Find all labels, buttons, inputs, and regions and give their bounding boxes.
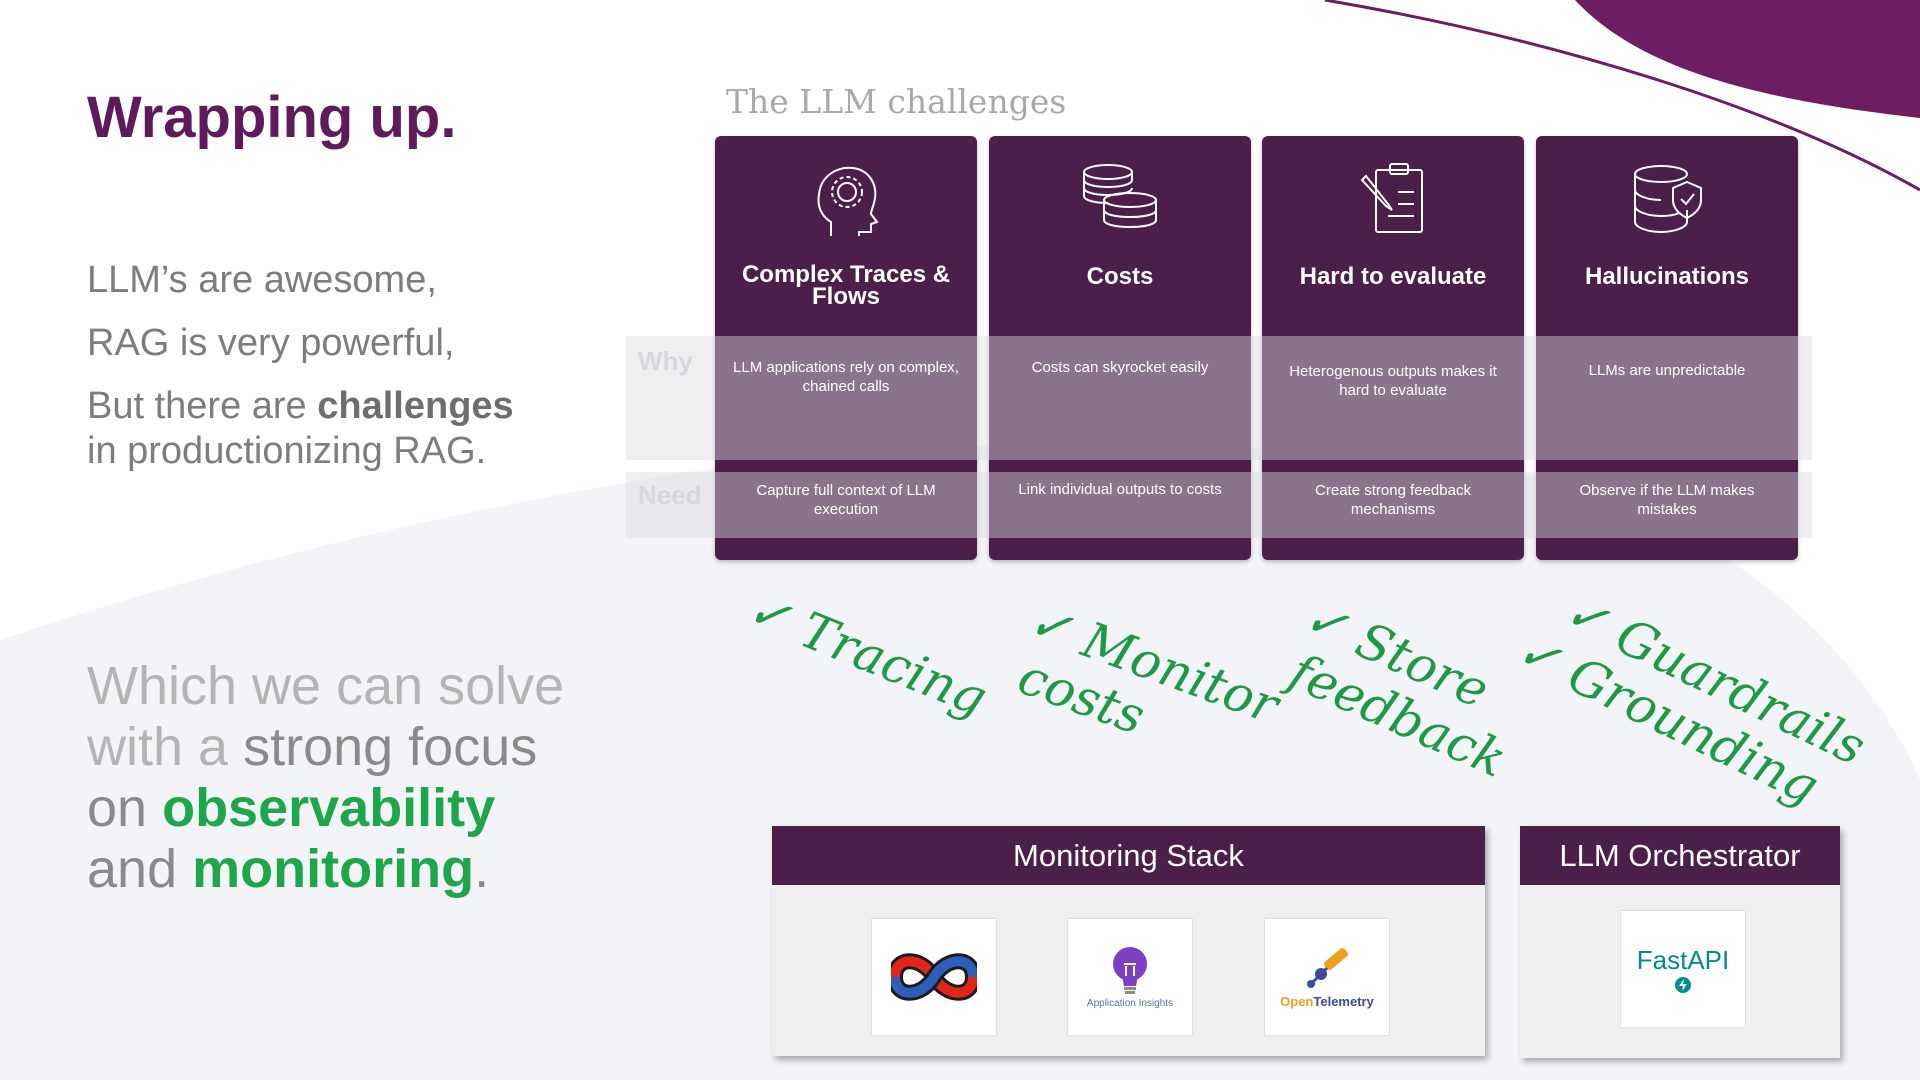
intro-line-4: in productionizing RAG. [87,430,487,472]
otel-rest: Telemetry [1313,993,1374,1009]
need-cell-1: Capture full context of LLM execution [756,482,936,518]
card-hard-to-evaluate: Hard to evaluate [1262,136,1524,560]
fastapi-logo: FastAPI [1620,910,1746,1028]
intro-text: LLM’s are awesome, RAG is very powerful,… [87,258,514,474]
otel-open: Open [1280,993,1314,1009]
card-costs: Costs [989,136,1251,560]
observability-text: observability [162,778,496,838]
card-title-line-2: Flows [811,283,880,310]
monitoring-stack-panel: Monitoring Stack Application Insights Op… [772,826,1485,1056]
card-title: Costs [999,263,1241,290]
card-title: Hard to evaluate [1272,263,1514,290]
card-title-line-1: Hard to evaluate [1299,263,1487,290]
fastapi-text: FastAPI [1636,944,1730,975]
intro-line-2: RAG is very powerful, [87,322,455,364]
need-cell-4: Observe if the LLM makes mistakes [1579,482,1755,518]
card-hallucinations: Hallucinations [1536,136,1798,560]
need-cell-2: Link individual outputs to costs [1018,481,1222,498]
coins-icon [989,162,1251,228]
lightbulb-icon [1113,946,1147,994]
solve-line-4a: and [87,839,193,899]
solve-line-2: with a strong focus [87,717,564,778]
card-complex-traces: Complex Traces & Flows [715,136,977,560]
application-insights-logo: Application Insights [1067,918,1193,1036]
strong-focus-text: strong focus [243,717,538,777]
card-title-line-1: Complex Traces & [741,261,951,288]
why-cell-2: Costs can skyrocket easily [1031,359,1209,376]
database-shield-icon [1536,162,1798,236]
llm-orchestrator-title: LLM Orchestrator [1520,826,1840,885]
need-row-band [626,472,1812,538]
opentelemetry-logo: OpenTelemetry [1264,918,1390,1036]
monitoring-text: monitoring [192,839,475,899]
why-cell-3: Heterogenous outputs makes it hard to ev… [1289,363,1497,399]
solve-line-3a: on [87,778,163,838]
challenges-heading: The LLM challenges [726,82,1067,121]
why-row-label: Why [638,346,693,376]
solve-line-3: on observability [87,778,564,839]
solve-line-2a: with a [87,717,244,777]
solve-line-1: Which we can solve [87,656,565,716]
llm-orchestrator-panel: LLM Orchestrator FastAPI [1520,826,1840,1058]
opentelemetry-text: OpenTelemetry [1280,994,1374,1009]
need-row-label: Need [638,480,702,510]
solve-period: . [474,839,490,899]
need-cell-3: Create strong feedback mechanisms [1315,482,1471,518]
card-title-line-1: Hallucinations [1584,263,1750,290]
solve-line-4: and monitoring. [87,839,564,900]
clipboard-pencil-icon [1262,162,1524,236]
head-gear-icon [715,162,977,240]
intro-line-3: But there are challenges [87,384,514,429]
appinsights-caption: Application Insights [1086,997,1174,1009]
knot-logo-icon [871,918,997,1036]
why-cell-1: LLM applications rely on complex, chaine… [733,359,959,395]
solve-text: Which we can solve with a strong focus o… [87,656,564,900]
card-title: Complex Traces & Flows [725,261,967,310]
slide-title: Wrapping up. [87,85,457,150]
intro-line-1: LLM’s are awesome, [87,259,437,301]
monitoring-stack-title: Monitoring Stack [772,826,1485,885]
challenges-emphasis: challenges [317,385,514,427]
lightning-bolt-icon [1675,976,1691,993]
card-title-line-1: Costs [1086,263,1154,290]
why-row-band [626,336,1812,460]
card-title: Hallucinations [1546,263,1788,290]
telescope-icon [1307,947,1348,988]
why-cell-4: LLMs are unpredictable [1588,362,1746,379]
intro-line-3-prefix: But there are [87,385,318,427]
